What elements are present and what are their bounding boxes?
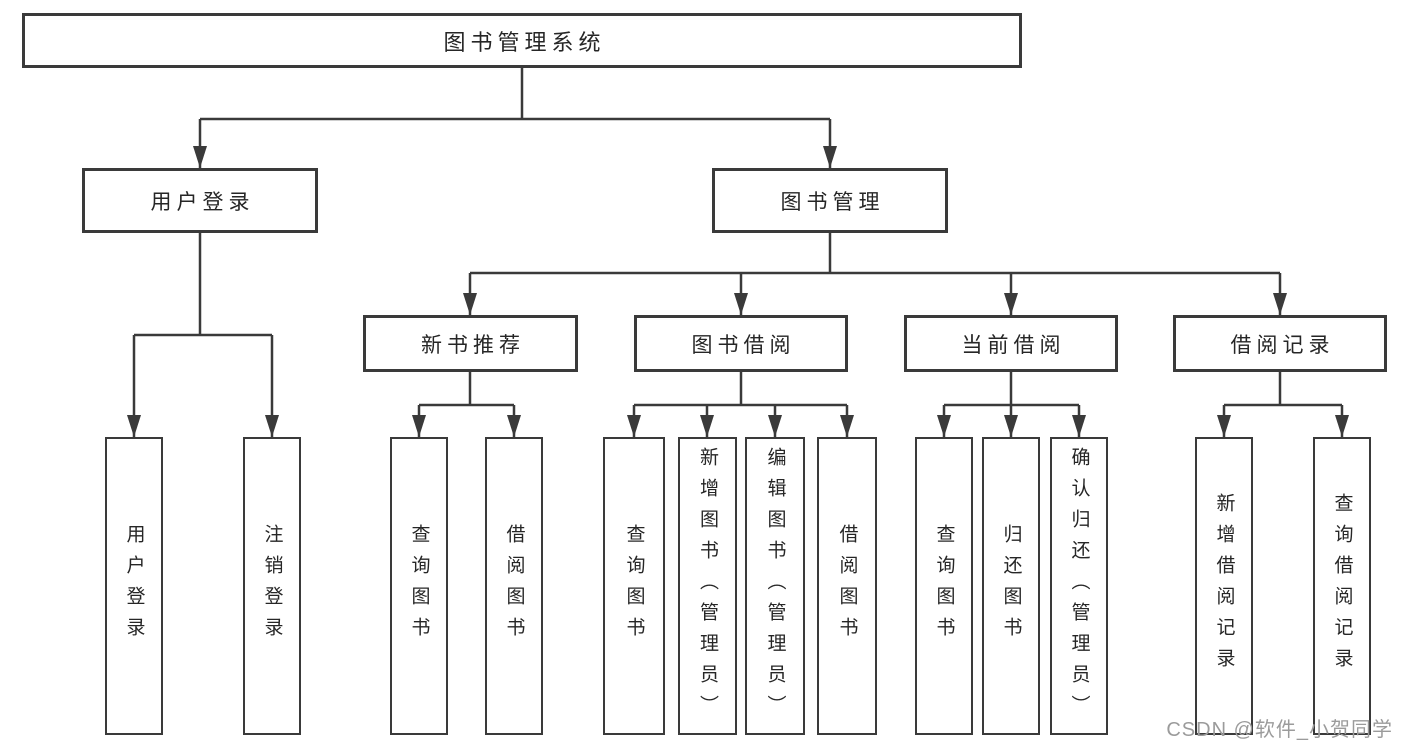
node-current-borrowing: 当前借阅 [904,315,1118,372]
node-book-management: 图书管理 [712,168,948,233]
node-user-login: 用户登录 [82,168,318,233]
arrowhead [734,293,748,315]
arrowhead [1217,415,1231,437]
node-label: 编辑图书（管理员） [764,446,786,726]
arrowhead [265,415,279,437]
node-new-book-recommendation: 新书推荐 [363,315,578,372]
leaf-borrow-books-recommendation: 借阅图书 [485,437,543,735]
arrowhead [193,146,207,168]
node-label: 查询借阅记录 [1331,493,1353,679]
node-label: 借阅记录 [1230,333,1335,357]
node-book-borrowing: 图书借阅 [634,315,848,372]
arrowhead [127,415,141,437]
node-label: 用户登录 [150,190,255,214]
leaf-add-book-admin: 新增图书（管理员） [678,437,737,735]
csdn-watermark: CSDN @软件_小贺同学 [1166,719,1393,741]
arrowhead [1072,415,1086,437]
connector-borrow-records-children [1217,372,1349,437]
arrowhead [1004,415,1018,437]
leaf-add-borrowing-record: 新增借阅记录 [1195,437,1253,735]
node-label: 新增图书（管理员） [697,446,718,726]
node-label: 用户登录 [123,524,145,648]
leaf-return-book: 归还图书 [982,437,1040,735]
node-label: 查询图书 [408,524,430,648]
node-label: 归还图书 [1000,524,1022,648]
leaf-query-borrowing-record: 查询借阅记录 [1313,437,1371,735]
arrowhead [700,415,714,437]
leaf-query-books-recommendation: 查询图书 [390,437,448,735]
arrowhead [840,415,854,437]
arrowhead [823,146,837,168]
leaf-query-books-borrowing: 查询图书 [603,437,665,735]
arrowhead [1335,415,1349,437]
node-label: 图书管理系统 [443,29,606,55]
arrowhead [1273,293,1287,315]
leaf-user-login: 用户登录 [105,437,163,735]
node-label: 图书管理 [780,190,885,214]
arrowhead [627,415,641,437]
node-label: 确认归还（管理员） [1068,446,1090,726]
node-label: 借阅图书 [836,524,858,648]
node-library-management-system: 图书管理系统 [22,13,1022,68]
arrowhead [1004,293,1018,315]
arrowhead [507,415,521,437]
connector-root-to-level2 [193,68,837,168]
node-label: 查询图书 [933,524,955,648]
leaf-logout: 注销登录 [243,437,301,735]
arrowhead [937,415,951,437]
connector-current-borrow-children [937,372,1086,437]
leaf-borrow-books: 借阅图书 [817,437,877,735]
node-label: 注销登录 [261,524,283,648]
node-label: 借阅图书 [503,524,525,648]
arrowhead [412,415,426,437]
node-label: 新增借阅记录 [1213,493,1235,679]
node-label: 新书推荐 [421,333,525,357]
connector-user-login-children [127,233,279,437]
leaf-query-books-current: 查询图书 [915,437,973,735]
node-label: 当前借阅 [961,333,1066,357]
arrowhead [463,293,477,315]
leaf-confirm-return-admin: 确认归还（管理员） [1050,437,1108,735]
node-borrowing-records: 借阅记录 [1173,315,1387,372]
leaf-edit-book-admin: 编辑图书（管理员） [745,437,805,735]
node-label: 图书借阅 [691,333,796,357]
connector-book-borrow-children [627,372,854,437]
arrowhead [768,415,782,437]
node-label: 查询图书 [623,524,645,648]
connector-new-book-rec-children [412,372,521,437]
connector-book-mgmt-to-level3 [463,233,1287,315]
